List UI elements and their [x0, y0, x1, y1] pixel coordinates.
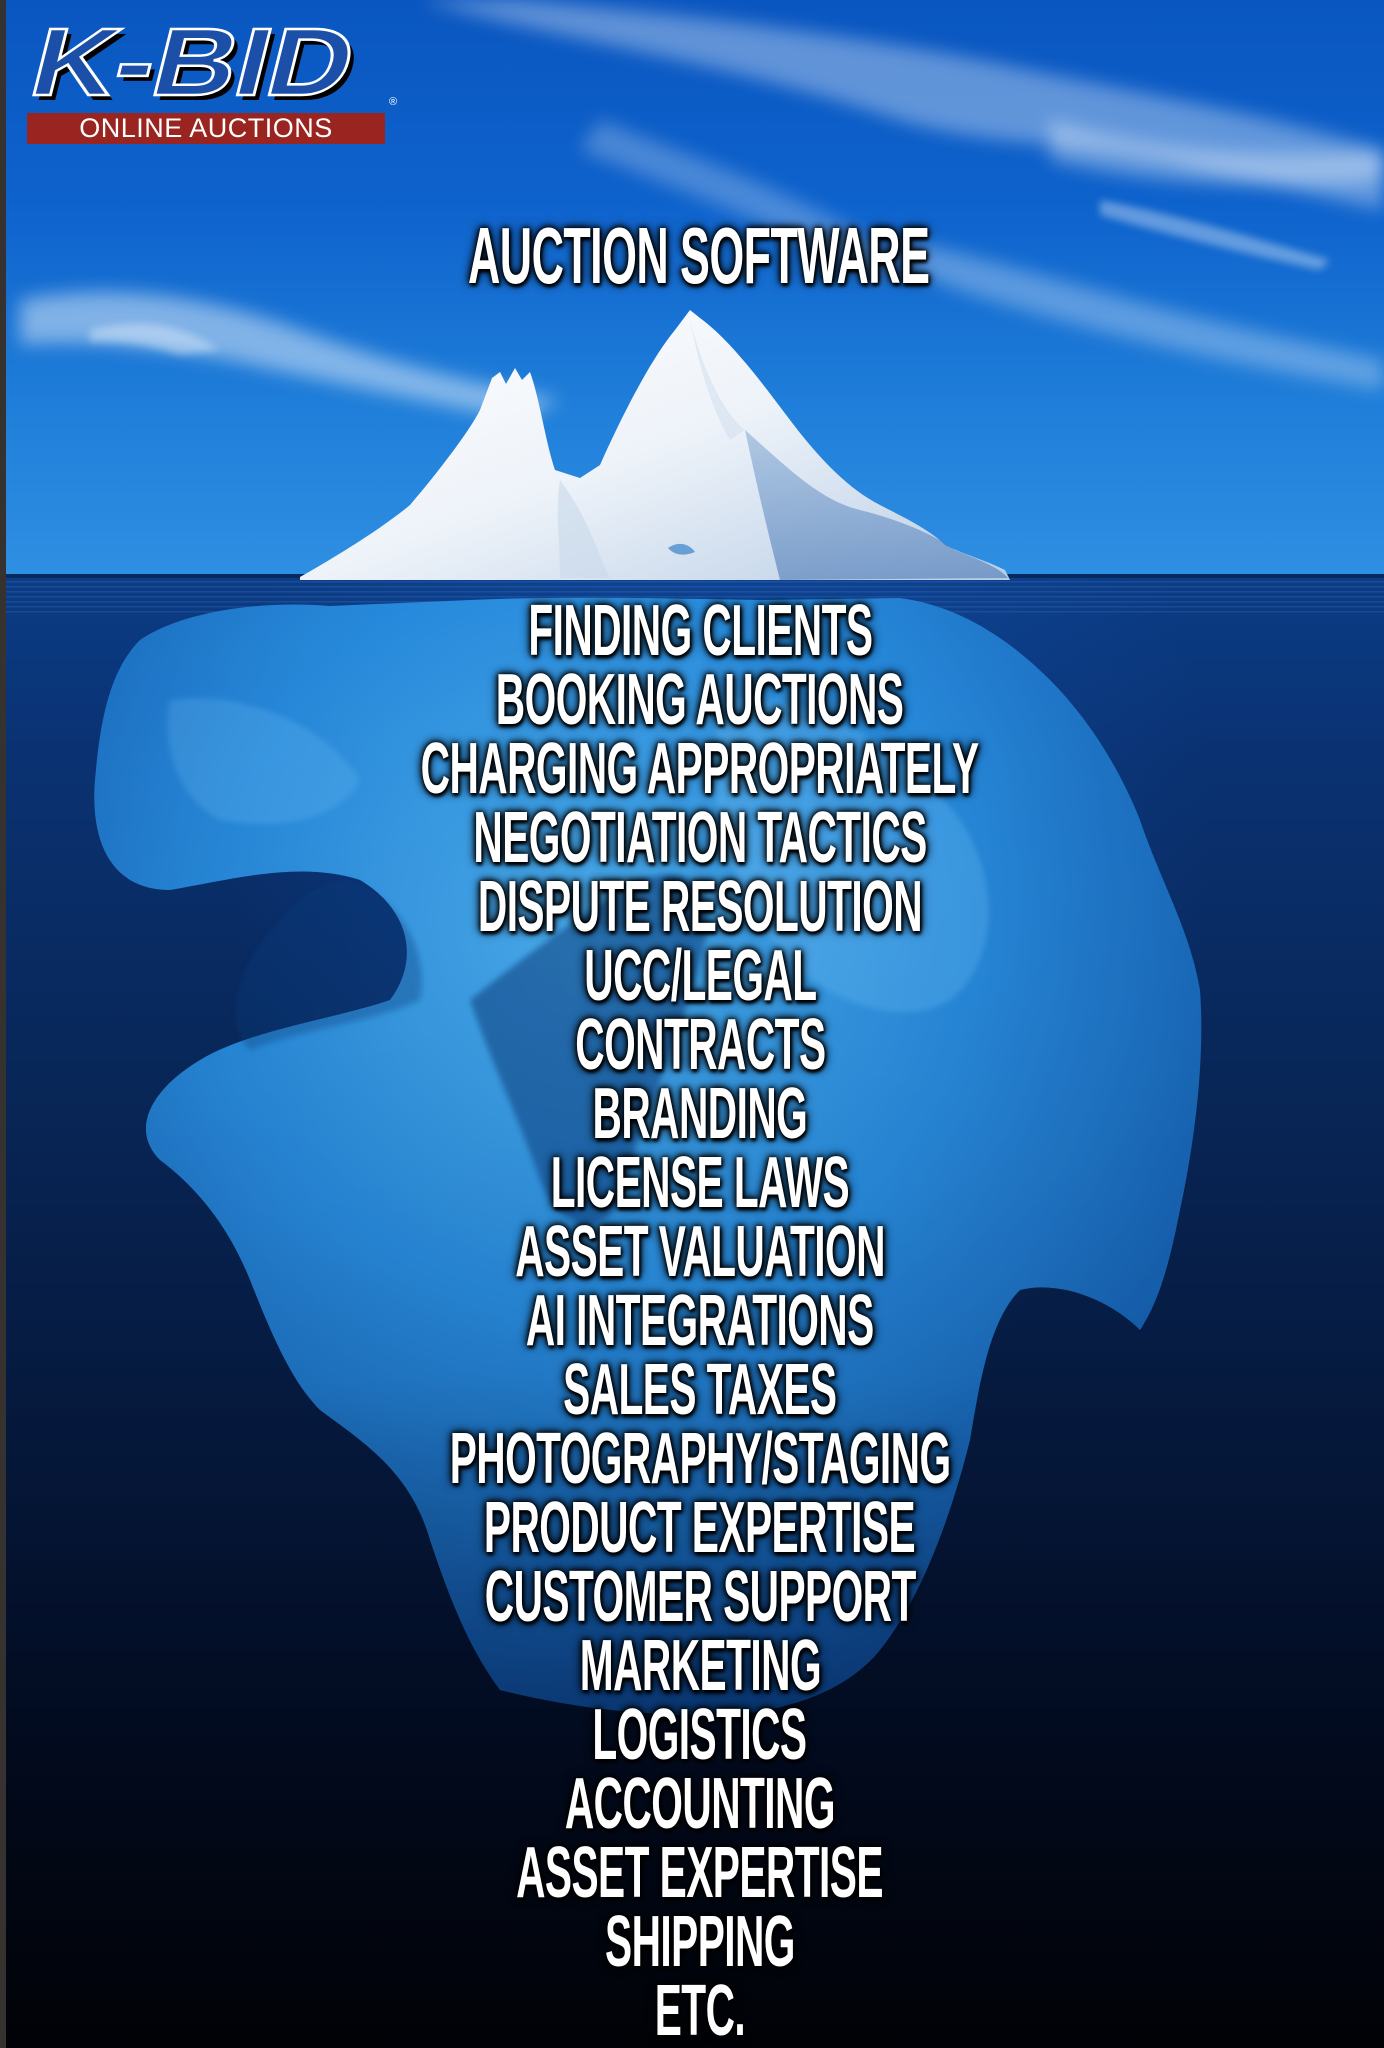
- list-item: DISPUTE RESOLUTION: [477, 867, 923, 947]
- list-item: LOGISTICS: [592, 1695, 808, 1775]
- left-border-strip: [0, 0, 6, 2048]
- list-item: SHIPPING: [604, 1902, 795, 1982]
- kbid-wordmark: K-BID K-BID: [24, 16, 371, 108]
- logo-tagline: ONLINE AUCTIONS: [79, 113, 333, 143]
- kbid-logo[interactable]: K-BID K-BID ® ONLINE AUCTIONS: [24, 16, 397, 146]
- svg-text:K-BID: K-BID: [24, 16, 366, 108]
- list-item: FINDING CLIENTS: [527, 591, 873, 671]
- cloud-wisps: [20, 0, 1384, 420]
- list-item: AI INTEGRATIONS: [525, 1281, 874, 1361]
- list-item: MARKETING: [579, 1626, 821, 1706]
- list-item: CUSTOMER SUPPORT: [484, 1557, 916, 1637]
- list-item: CONTRACTS: [574, 1005, 826, 1085]
- svg-text:K-BID: K-BID: [26, 16, 371, 108]
- registered-mark: ®: [389, 96, 398, 108]
- above-water-iceberg: [300, 310, 1010, 580]
- list-item: SALES TAXES: [563, 1350, 837, 1430]
- logo-tagline-band: ONLINE AUCTIONS: [27, 113, 385, 144]
- list-item: ASSET EXPERTISE: [516, 1833, 884, 1913]
- list-item: BRANDING: [592, 1074, 808, 1154]
- list-item: PRODUCT EXPERTISE: [484, 1488, 916, 1568]
- list-item: LICENSE LAWS: [550, 1143, 850, 1223]
- list-item: UCC/LEGAL: [583, 936, 817, 1016]
- list-item: ASSET VALUATION: [515, 1212, 885, 1292]
- list-item: CHARGING APPROPRIATELY: [420, 729, 979, 809]
- list-item: NEGOTIATION TACTICS: [473, 798, 927, 878]
- above-water-label: AUCTION SOFTWARE: [0, 214, 1384, 298]
- list-item: PHOTOGRAPHY/STAGING: [449, 1419, 951, 1499]
- list-item: ACCOUNTING: [564, 1764, 836, 1844]
- list-item: BOOKING AUCTIONS: [496, 660, 904, 740]
- below-water-list: FINDING CLIENTS BOOKING AUCTIONS CHARGIN…: [0, 591, 1384, 2048]
- title-auction-software: AUCTION SOFTWARE: [468, 211, 930, 300]
- list-item: ETC.: [654, 1971, 746, 2048]
- submerged-iceberg: [94, 597, 1202, 1716]
